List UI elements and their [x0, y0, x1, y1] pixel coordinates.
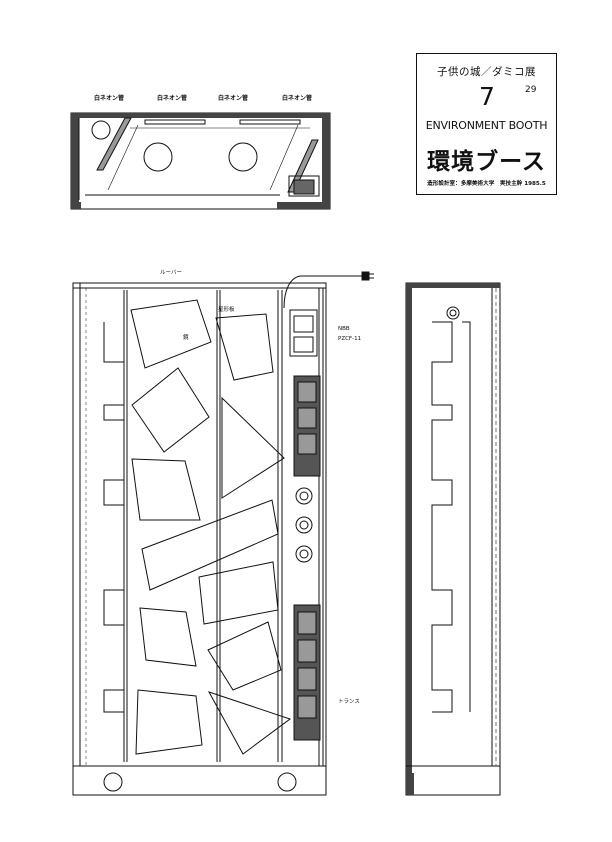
- power-cord: [283, 275, 362, 309]
- side-top: [406, 283, 500, 288]
- part-label-pzcf: PZCF-11: [338, 336, 362, 342]
- top-view: [70, 112, 331, 210]
- side-serpentine: [431, 321, 453, 713]
- rotating-panel: [198, 561, 279, 625]
- corner-box-inner: [293, 179, 315, 195]
- caster: [103, 772, 123, 792]
- rotating-panel: [221, 396, 285, 499]
- power-plug: [361, 271, 370, 281]
- side-view: [405, 282, 501, 796]
- lamp-socket: [295, 516, 313, 534]
- title-exhibition: 子供の城／ダミコ展: [437, 66, 536, 78]
- panel-label: 星形板: [218, 307, 235, 313]
- lamp-socket-inner: [299, 491, 309, 501]
- mirror-mark-label: 鏡: [183, 335, 189, 341]
- neon-tube: [144, 119, 206, 125]
- side-outline: [405, 282, 501, 796]
- ballast-cell: [297, 433, 317, 455]
- control-box: [289, 309, 318, 357]
- diagonal-line: [269, 124, 299, 191]
- title-credits: 造形設計室：多摩美術大学 実技主幹 1985.5: [427, 181, 546, 187]
- rotating-panel: [139, 607, 197, 667]
- speaker-circle-small: [91, 120, 111, 140]
- rotating-panel: [141, 499, 279, 591]
- title-japanese: 環境ブース: [427, 149, 546, 175]
- top-view-top-wall: [71, 113, 330, 118]
- slant-mirror-left: [96, 117, 132, 171]
- speaker-circle: [143, 142, 173, 172]
- neon-label-3: 白ネオン管: [218, 95, 249, 102]
- transformer-cell: [297, 667, 317, 691]
- lamp-socket-inner: [299, 520, 309, 530]
- control-box-window: [293, 315, 314, 333]
- caster: [277, 772, 297, 792]
- speaker-circle: [228, 142, 258, 172]
- ballast-cell: [297, 407, 317, 429]
- title-block: 子供の城／ダミコ展 7 29 ENVIRONMENT BOOTH 環境ブース 造…: [416, 53, 557, 195]
- side-lamp-inner: [449, 309, 457, 317]
- neon-label-1: 白ネオン管: [94, 95, 125, 102]
- neon-label-4: 白ネオン管: [282, 95, 313, 102]
- rotating-panel: [207, 621, 282, 691]
- front-view: [72, 271, 374, 796]
- rotating-panel: [135, 689, 203, 755]
- rotating-panel: [130, 299, 212, 369]
- rotating-panel: [207, 691, 292, 755]
- title-number: 7: [479, 82, 495, 111]
- slant-mirror-right: [287, 139, 319, 193]
- corner-box: [288, 175, 320, 197]
- lamp-socket-inner: [299, 549, 309, 559]
- title-english: ENVIRONMENT BOOTH: [425, 119, 548, 132]
- part-label-nbb: NBB: [338, 326, 350, 332]
- side-foot: [406, 773, 414, 795]
- top-view-right-wall: [322, 113, 330, 209]
- neon-tube: [239, 119, 301, 125]
- sheet-number: 29: [525, 85, 537, 95]
- transformer-cell: [297, 639, 317, 663]
- left-serpentine: [103, 322, 125, 713]
- control-box-window: [293, 336, 314, 353]
- transformer-cell: [297, 611, 317, 635]
- side-lamp: [446, 306, 460, 320]
- top-view-foot-left: [71, 202, 81, 209]
- side-wall: [406, 283, 412, 773]
- top-view-foot-right: [277, 202, 330, 209]
- louver-label: ルーバー: [160, 270, 182, 276]
- front-outline: [72, 282, 327, 796]
- top-view-left-wall: [71, 113, 79, 209]
- transformer-label: トランス: [338, 699, 360, 705]
- lamp-socket: [295, 487, 313, 505]
- rotating-panel: [131, 367, 210, 453]
- diagonal-line: [107, 124, 139, 191]
- side-rail: [462, 321, 471, 712]
- transformer-cell: [297, 695, 317, 719]
- ballast-cell: [297, 381, 317, 403]
- rotating-panel: [131, 458, 201, 521]
- lamp-socket: [295, 545, 313, 563]
- rotating-panel: [215, 313, 274, 381]
- neon-label-2: 白ネオン管: [157, 95, 188, 102]
